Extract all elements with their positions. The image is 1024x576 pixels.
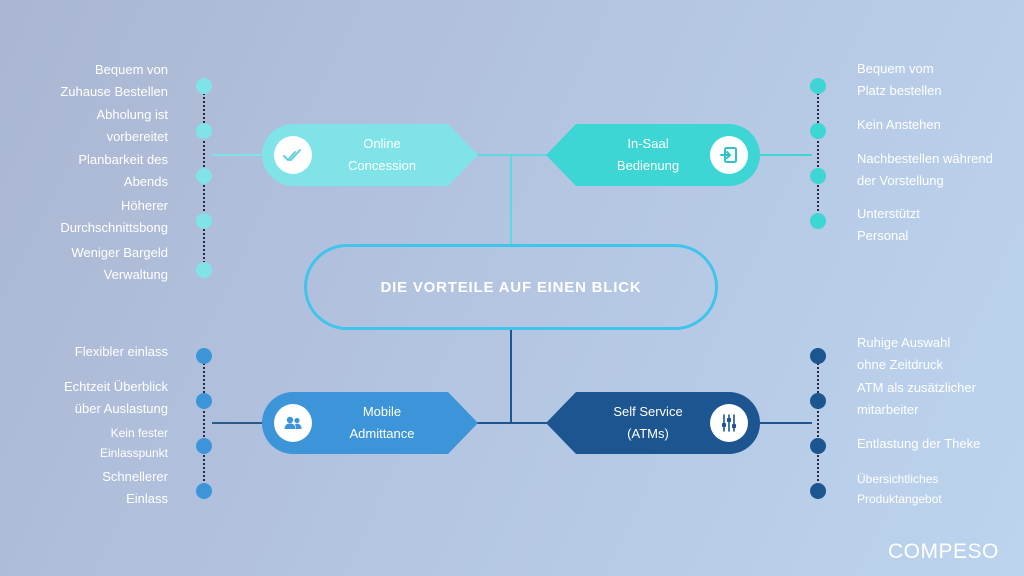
node-mobile-label: Mobile Admittance (349, 404, 415, 441)
node-online-label: Online Concession (348, 136, 416, 173)
dotted-line-selfservice (817, 356, 819, 492)
connector-online (212, 154, 270, 156)
dotted-line-insaal (817, 86, 819, 222)
dot-selfservice-4 (810, 483, 826, 499)
benefit-mobile-3: Kein fester Einlasspunkt (99, 426, 168, 460)
dot-online-4 (196, 213, 212, 229)
node-selfservice-shape (546, 392, 760, 454)
dot-selfservice-2 (810, 393, 826, 409)
center-title: DIE VORTEILE AUF EINEN BLICK (380, 278, 642, 296)
dot-mobile-2 (196, 393, 212, 409)
dot-insaal-3 (810, 168, 826, 184)
benefit-mobile-4: Schnellerer Einlass (102, 469, 168, 506)
double-check-icon (274, 136, 312, 174)
dotted-line-mobile (203, 356, 205, 492)
connector-mobile (212, 422, 270, 424)
dot-mobile-4 (196, 483, 212, 499)
benefit-online-2: Abholung ist vorbereitet (96, 107, 168, 144)
dot-selfservice-1 (810, 348, 826, 364)
node-mobile-shape (262, 392, 478, 454)
sliders-icon (710, 404, 748, 442)
benefit-selfservice-2: ATM als zusätzlicher mitarbeiter (857, 380, 976, 417)
node-insaal-label: In-Saal Bedienung (616, 136, 680, 173)
benefit-mobile-1: Flexibler einlass (74, 344, 168, 359)
benefit-selfservice-4: Übersichtliches Produktangebot (857, 472, 942, 506)
brand-logo: COMPESO (888, 540, 999, 563)
connector-insaal (756, 154, 812, 156)
node-insaal-shape (546, 124, 760, 186)
connector-center-bottom (510, 330, 512, 422)
dot-mobile-3 (196, 438, 212, 454)
benefit-online-5: Weniger Bargeld Verwaltung (71, 245, 168, 282)
login-arrow-icon (710, 136, 748, 174)
benefit-mobile-2: Echtzeit Überblick über Auslastung (63, 379, 168, 416)
connector-bottom-trunk (470, 422, 554, 424)
node-selfservice-label: Self Service (ATMs) (613, 404, 683, 441)
benefit-online-1: Bequem von Zuhause Bestellen (60, 62, 168, 99)
benefit-online-3: Planbarkeit des Abends (78, 152, 168, 189)
dot-online-5 (196, 262, 212, 278)
benefit-insaal-3: Nachbestellen während der Vorstellung (857, 151, 993, 188)
dot-online-1 (196, 78, 212, 94)
center-pill: DIE VORTEILE AUF EINEN BLICK (304, 244, 718, 330)
connector-selfservice (756, 422, 812, 424)
benefit-insaal-4: Unterstützt Personal (857, 206, 920, 243)
dot-selfservice-3 (810, 438, 826, 454)
benefit-selfservice-3: Entlastung der Theke (857, 436, 981, 451)
benefit-online-4: Höherer Durchschnittsbong (60, 198, 168, 235)
dot-insaal-1 (810, 78, 826, 94)
benefit-insaal-2: Kein Anstehen (857, 117, 941, 132)
dot-online-2 (196, 123, 212, 139)
dot-insaal-2 (810, 123, 826, 139)
users-icon (274, 404, 312, 442)
connector-center-top (510, 154, 512, 244)
benefit-selfservice-1: Ruhige Auswahl ohne Zeitdruck (857, 335, 951, 372)
dot-online-3 (196, 168, 212, 184)
node-online-shape (262, 124, 478, 186)
dot-mobile-1 (196, 348, 212, 364)
dot-insaal-4 (810, 213, 826, 229)
connector-top-trunk (470, 154, 554, 156)
benefit-insaal-1: Bequem vom Platz bestellen (857, 61, 942, 98)
